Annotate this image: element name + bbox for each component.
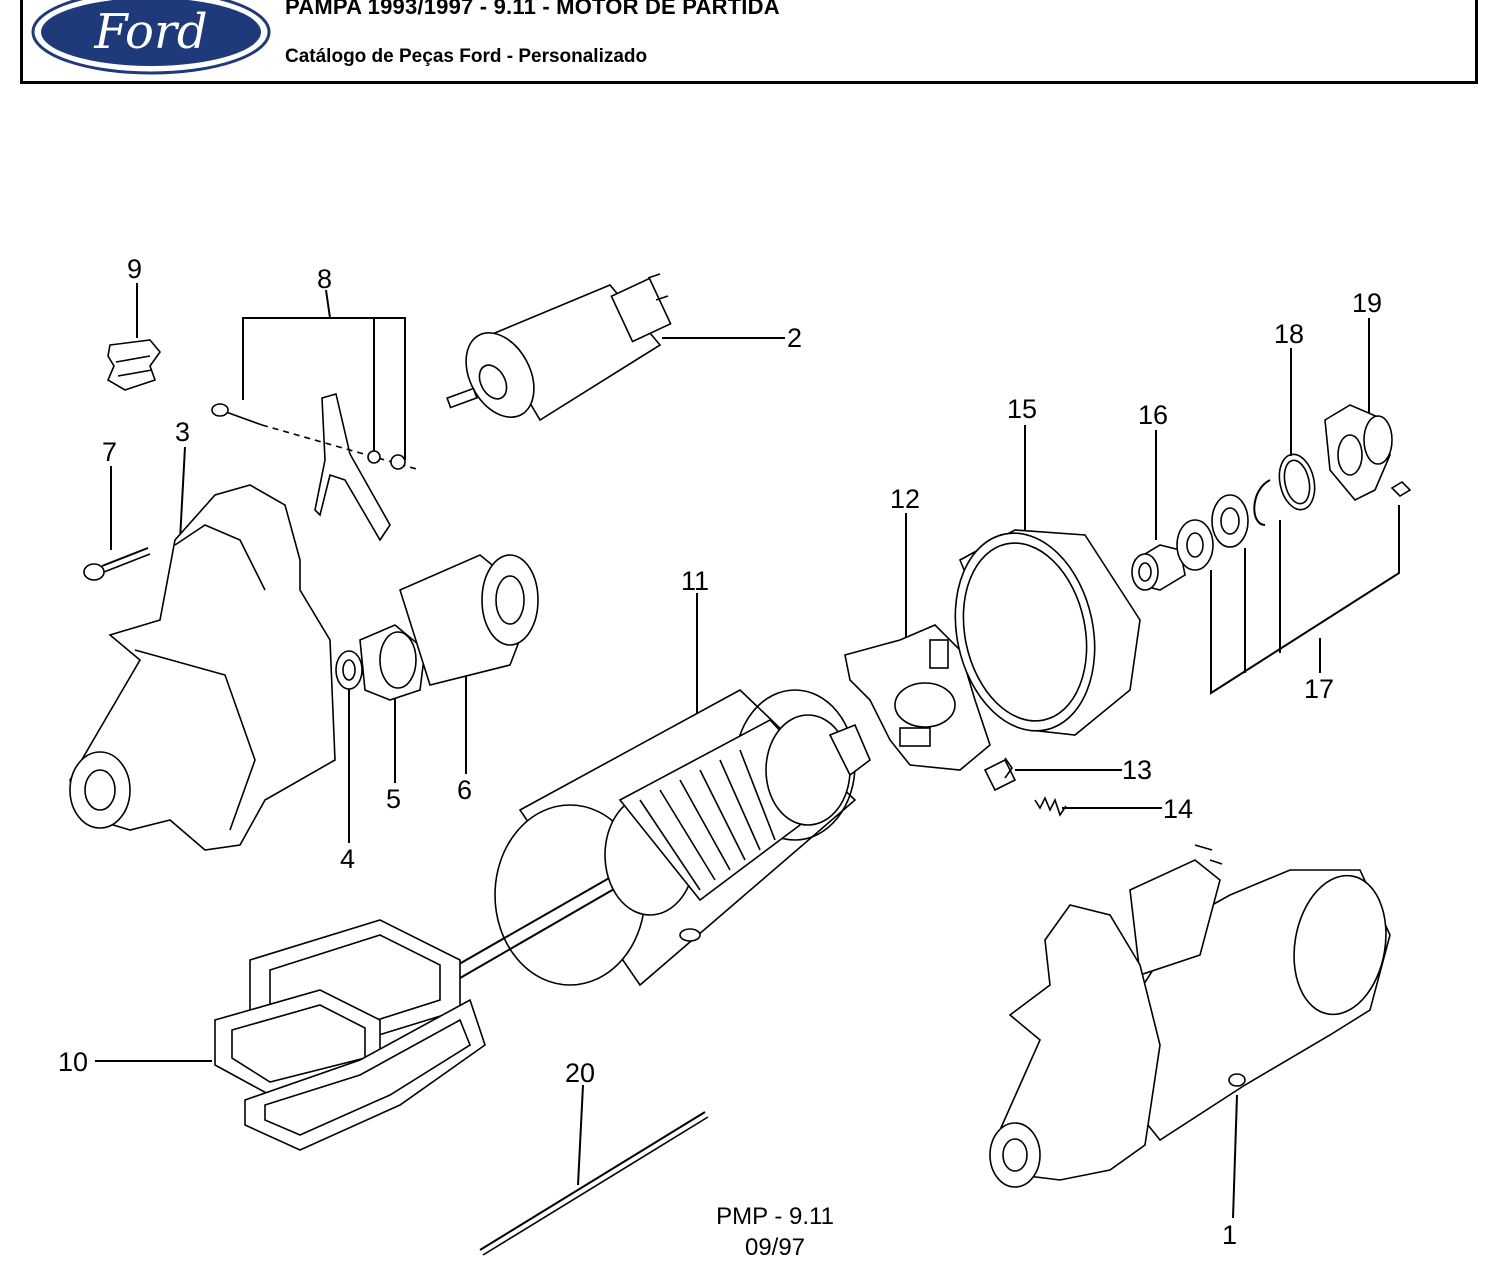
callout-12: 12 [890, 484, 920, 514]
ford-logo: Ford [31, 0, 271, 75]
callout-11: 11 [681, 566, 709, 596]
callout-2: 2 [787, 323, 802, 353]
diagram-code: PMP - 9.11 [716, 1203, 834, 1230]
callout-10: 10 [58, 1047, 88, 1077]
part-13-brush [983, 757, 1017, 792]
header-frame [20, 0, 1478, 84]
part-14-spring [1034, 796, 1067, 817]
callout-16: 16 [1138, 400, 1168, 430]
part-20-through-bolt [479, 1111, 709, 1256]
callout-13: 13 [1122, 755, 1152, 785]
callout-1: 1 [1222, 1220, 1237, 1250]
callout-14: 14 [1163, 794, 1193, 824]
callout-7: 7 [102, 437, 117, 467]
callout-4: 4 [340, 844, 355, 874]
callout-18: 18 [1274, 319, 1304, 349]
part-18-ring [1278, 453, 1316, 511]
part-4-ring [335, 650, 363, 690]
callout-9: 9 [127, 254, 142, 284]
callout-8: 8 [317, 264, 332, 294]
part-9-clip [106, 339, 162, 391]
part-5-pinion [359, 624, 426, 701]
part-7-bolt [83, 547, 151, 581]
callout-20: 20 [565, 1058, 595, 1088]
callout-5: 5 [386, 784, 401, 814]
svg-text:Ford: Ford [93, 4, 207, 60]
callout-labels: 1 2 3 4 5 6 7 8 9 10 11 12 13 14 15 16 1… [58, 254, 1382, 1250]
part-1-starter-assembly [989, 844, 1391, 1188]
page-title: PAMPA 1993/1997 - 9.11 - MOTOR DE PARTID… [285, 0, 780, 19]
part-2-solenoid [446, 273, 672, 422]
part-8-fork-lever [211, 392, 421, 542]
part-15-end-cover [954, 529, 1141, 736]
part-12-brush-holder [844, 624, 991, 771]
diagram-date: 09/97 [744, 1234, 806, 1261]
part-10-field-coils [214, 919, 486, 1151]
callout-17: 17 [1304, 674, 1334, 704]
page-subtitle: Catálogo de Peças Ford - Personalizado [285, 46, 648, 67]
part-19-cap [1324, 404, 1393, 501]
callout-6: 6 [457, 775, 472, 805]
part-6-overrunning-clutch [399, 554, 539, 686]
leader-lines [95, 283, 1400, 1219]
part-16-bushing [1131, 544, 1186, 591]
part-3-drive-housing [69, 484, 336, 851]
part-11-armature [439, 714, 871, 986]
callout-19: 19 [1352, 288, 1382, 318]
callout-15: 15 [1007, 394, 1037, 424]
callout-3: 3 [175, 417, 190, 447]
part-17-washer-set [1176, 479, 1412, 571]
